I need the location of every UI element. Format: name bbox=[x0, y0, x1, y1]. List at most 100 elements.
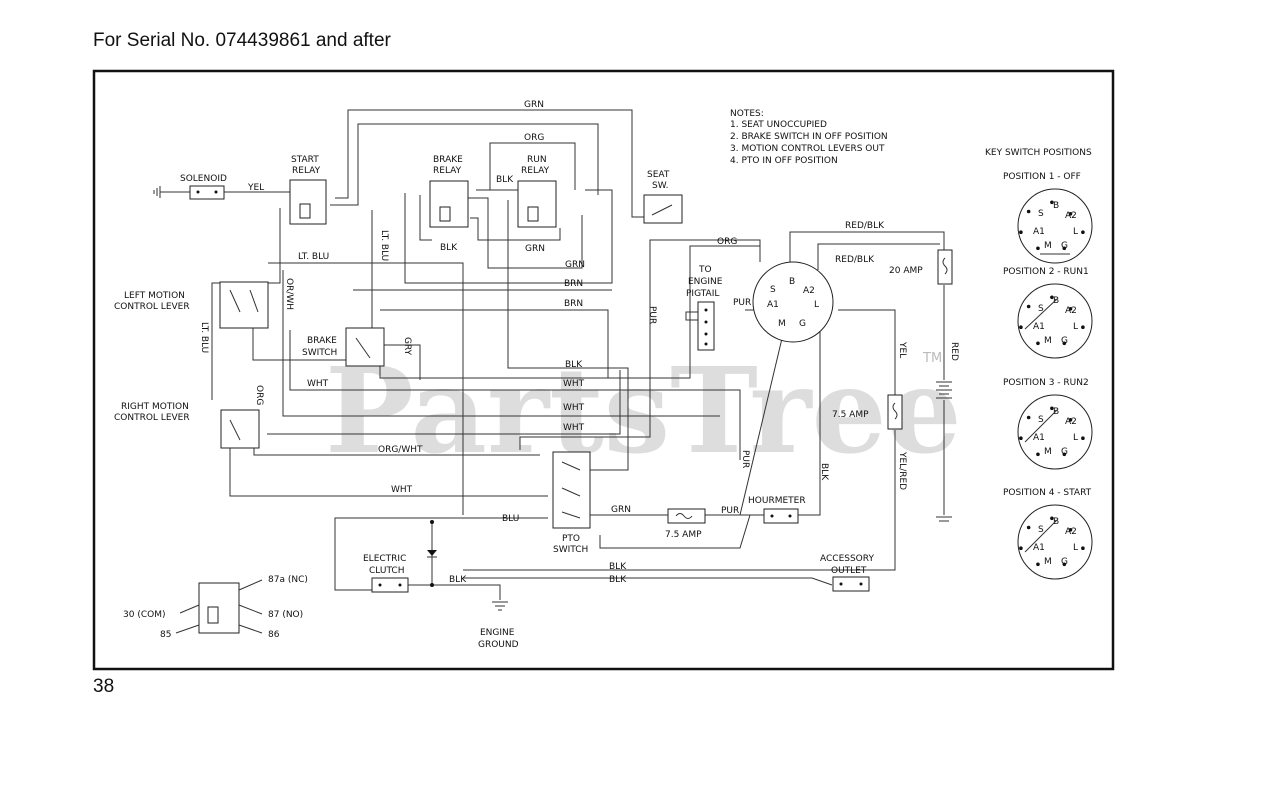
key-position-circle bbox=[1017, 188, 1093, 264]
wire-label: LT. BLU bbox=[199, 322, 209, 353]
key-position-terminal: A2 bbox=[1065, 211, 1077, 221]
note-2: 2. BRAKE SWITCH IN OFF POSITION bbox=[730, 132, 888, 142]
key-position-label: POSITION 4 - START bbox=[1003, 488, 1092, 498]
key-position-circle bbox=[1017, 504, 1093, 580]
key-terminal-g: G bbox=[799, 319, 806, 329]
run-relay-label-1: RUN bbox=[527, 155, 547, 165]
wire-label: BLK bbox=[819, 463, 829, 481]
key-terminal-dot bbox=[1036, 452, 1040, 457]
wire-label: BRN bbox=[564, 299, 583, 309]
fuse-75b-label: 7.5 AMP bbox=[665, 530, 702, 540]
key-position-terminal: M bbox=[1044, 336, 1052, 346]
run-relay-label-2: RELAY bbox=[521, 166, 550, 176]
key-position-terminal: B bbox=[1053, 201, 1059, 211]
key-terminal-a2: A2 bbox=[803, 286, 815, 296]
wire-label: BLK bbox=[609, 562, 627, 572]
brake-relay-label-1: BRAKE bbox=[433, 155, 463, 165]
key-terminal-s: S bbox=[770, 285, 776, 295]
wiring bbox=[160, 109, 945, 600]
pigtail-label-1: TO bbox=[698, 265, 712, 275]
key-position-circle bbox=[1017, 394, 1093, 470]
wire-label: YEL bbox=[247, 183, 264, 193]
key-terminal-l: L bbox=[814, 300, 819, 310]
wire-label: YEL bbox=[897, 341, 907, 358]
wire-label: LT. BLU bbox=[298, 252, 329, 262]
seat-switch-label-1: SEAT bbox=[647, 170, 670, 180]
wire-label: PUR bbox=[721, 506, 739, 516]
key-position-terminal: L bbox=[1073, 543, 1078, 553]
key-position-terminal: S bbox=[1038, 304, 1044, 314]
wire-label: PUR bbox=[733, 298, 751, 308]
key-position-terminal: S bbox=[1038, 209, 1044, 219]
hourmeter bbox=[763, 508, 799, 524]
key-position-label: POSITION 1 - OFF bbox=[1003, 172, 1081, 182]
left-lever-label-2: CONTROL LEVER bbox=[114, 302, 190, 312]
key-position-terminal: L bbox=[1073, 322, 1078, 332]
key-position-terminal: S bbox=[1038, 525, 1044, 535]
key-position-terminal: G bbox=[1061, 241, 1068, 251]
fuse-20-label: 20 AMP bbox=[889, 266, 923, 276]
wire-label: ORG bbox=[524, 133, 544, 143]
accessory-outlet bbox=[832, 576, 870, 592]
key-terminal-m: M bbox=[778, 319, 786, 329]
wire-label: WHT bbox=[307, 379, 329, 389]
key-terminal-dot bbox=[1050, 295, 1054, 300]
wire-label: BRN bbox=[564, 279, 583, 289]
pto-switch bbox=[552, 451, 591, 529]
key-position-circle bbox=[1017, 283, 1093, 359]
key-terminal-dot bbox=[1062, 452, 1067, 457]
key-position-terminal: S bbox=[1038, 415, 1044, 425]
wire-label: RED/BLK bbox=[835, 255, 875, 265]
outlet-label-2: OUTLET bbox=[831, 566, 867, 576]
key-terminal-dot bbox=[1026, 415, 1031, 420]
watermark: PartsTree bbox=[325, 341, 962, 480]
key-terminal-dot bbox=[1081, 436, 1085, 441]
key-position-terminal: A2 bbox=[1065, 527, 1077, 537]
wire-label: RED bbox=[949, 342, 959, 361]
left-lever-label-1: LEFT MOTION bbox=[124, 291, 185, 301]
engine-ground-label-1: ENGINE bbox=[480, 628, 515, 638]
pigtail-label-3: PIGTAIL bbox=[686, 289, 719, 299]
clutch-label-1: ELECTRIC bbox=[363, 554, 406, 564]
key-position-terminal: A2 bbox=[1065, 306, 1077, 316]
seat-switch-label-2: SW. bbox=[652, 181, 668, 191]
wire-label: GRN bbox=[524, 100, 544, 110]
key-terminal-dot bbox=[1068, 528, 1073, 532]
relay-legend-87: 87 (NO) bbox=[268, 610, 303, 620]
key-position-terminal: L bbox=[1073, 227, 1078, 237]
key-terminal-dot bbox=[1081, 230, 1085, 234]
notes-title: NOTES: bbox=[730, 109, 764, 119]
key-terminal-b: B bbox=[789, 277, 795, 287]
key-terminal-dot bbox=[1062, 341, 1067, 346]
key-position-label: POSITION 3 - RUN2 bbox=[1003, 378, 1089, 388]
wire-label: ORG bbox=[254, 385, 264, 405]
key-terminal-dot bbox=[1068, 307, 1073, 311]
relay-legend: 87a (NC) 87 (NO) 30 (COM) 85 86 bbox=[123, 575, 308, 640]
key-position-label: POSITION 2 - RUN1 bbox=[1003, 267, 1089, 277]
key-terminal-dot bbox=[1081, 325, 1085, 330]
brake-switch-label-2: SWITCH bbox=[302, 348, 337, 358]
notes: NOTES: 1. SEAT UNOCCUPIED 2. BRAKE SWITC… bbox=[730, 109, 888, 166]
key-position-terminal: A1 bbox=[1033, 322, 1045, 332]
wire-label: BLK bbox=[440, 243, 458, 253]
key-position-terminal: M bbox=[1044, 557, 1052, 567]
right-lever-label-2: CONTROL LEVER bbox=[114, 413, 190, 423]
key-position-terminal: B bbox=[1053, 517, 1059, 527]
right-motion-lever-switch bbox=[220, 409, 260, 449]
key-terminal-dot bbox=[1050, 200, 1054, 205]
wire-label: GRN bbox=[565, 260, 585, 270]
relay-legend-86: 86 bbox=[268, 630, 280, 640]
key-terminal-dot bbox=[1068, 418, 1073, 422]
key-position-terminal: B bbox=[1053, 296, 1059, 306]
pto-label-1: PTO bbox=[562, 534, 580, 544]
wire-label: WHT bbox=[391, 485, 413, 495]
engine-ground-label-2: GROUND bbox=[478, 640, 519, 650]
electric-clutch bbox=[371, 577, 409, 593]
relay-legend-30: 30 (COM) bbox=[123, 610, 165, 620]
wire-label: YEL/RED bbox=[897, 451, 907, 490]
key-terminal-dot bbox=[1036, 246, 1040, 251]
wire-label: GRY bbox=[402, 337, 412, 356]
left-motion-lever-switch bbox=[219, 281, 269, 329]
outlet-label-1: ACCESSORY bbox=[820, 554, 874, 564]
